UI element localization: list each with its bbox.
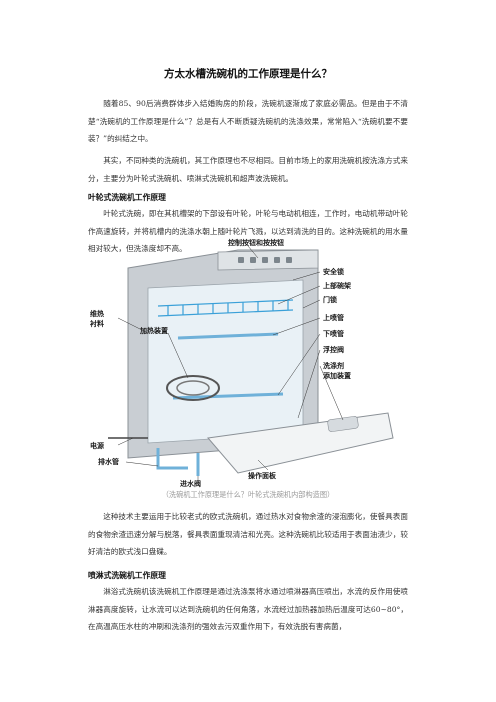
heading-impeller: 叶轮式洗碗机工作原理 bbox=[88, 193, 166, 202]
label-rinse-aid: 添加装置 bbox=[323, 371, 351, 380]
label-power: 电源 bbox=[90, 441, 104, 450]
label-control: 控制按钮和按按钮 bbox=[228, 238, 284, 247]
control-buttons bbox=[238, 257, 292, 263]
label-inlet: 进水阀 bbox=[180, 479, 201, 488]
label-panel: 操作面板 bbox=[248, 471, 277, 480]
drain-pipe bbox=[156, 448, 188, 470]
label-float: 浮控阀 bbox=[323, 345, 344, 354]
label-insulation-2: 衬料 bbox=[89, 319, 104, 328]
heading-spray: 喷淋式洗碗机工作原理 bbox=[88, 571, 166, 580]
label-safety-lock: 安全锁 bbox=[323, 267, 344, 276]
label-drain: 排水管 bbox=[98, 457, 119, 466]
figure-caption: （洗碗机工作原理是什么？叶轮式洗碗机内部构造图） bbox=[161, 490, 335, 499]
dishwasher-illustration: 控制按钮和按按钮 安全锁 上部碗架 门锁 上喷管 下喷管 浮控阀 洗涤剂 添加装… bbox=[89, 238, 394, 488]
dishwasher-diagram: 控制按钮和按按钮 安全锁 上部碗架 门锁 上喷管 下喷管 浮控阀 洗涤剂 添加装… bbox=[88, 238, 408, 488]
label-detergent: 洗涤剂 bbox=[323, 361, 344, 370]
heater-coil bbox=[166, 375, 220, 401]
upper-rack bbox=[157, 299, 294, 317]
lower-spray-arm bbox=[172, 392, 284, 400]
label-insulation: 维热 bbox=[90, 309, 104, 318]
document-title: 方太水槽洗碗机的工作原理是什么？ bbox=[164, 68, 332, 80]
paragraph-spray: 淋浴式洗碗机该洗碗机工作原理是通过洗涤泵将水通过喷淋器高压喷出，水流的反作用使喷… bbox=[88, 587, 408, 631]
paragraph-european: 这种技术主要运用于比较老式的欧式洗碗机，通过热水对食物余渣的浸泡膨化，使餐具表面… bbox=[88, 512, 408, 556]
paragraph-impeller: 叶轮式洗碗，即在其机槽架的下部设有叶轮，叶轮与电动机相连，工作时，电动机带动叶轮… bbox=[88, 209, 408, 253]
label-upper-rack: 上部碗架 bbox=[323, 281, 351, 290]
label-lower-spray: 下喷管 bbox=[323, 329, 344, 338]
upper-spray-arm bbox=[177, 332, 279, 340]
paragraph-intro: 随着85、90后消费群体步入结婚购房的阶段，洗碗机逐渐成了家庭必需品。但是由于不… bbox=[88, 99, 408, 143]
label-upper-spray: 上喷管 bbox=[323, 313, 344, 322]
label-heater: 加热装置 bbox=[139, 326, 168, 335]
label-door-lock: 门锁 bbox=[323, 295, 337, 304]
paragraph-types: 其实，不同种类的洗碗机，其工作原理也不尽相同。目前市场上的家用洗碗机按洗涤方式来… bbox=[88, 156, 408, 183]
wash-chamber bbox=[147, 279, 304, 444]
